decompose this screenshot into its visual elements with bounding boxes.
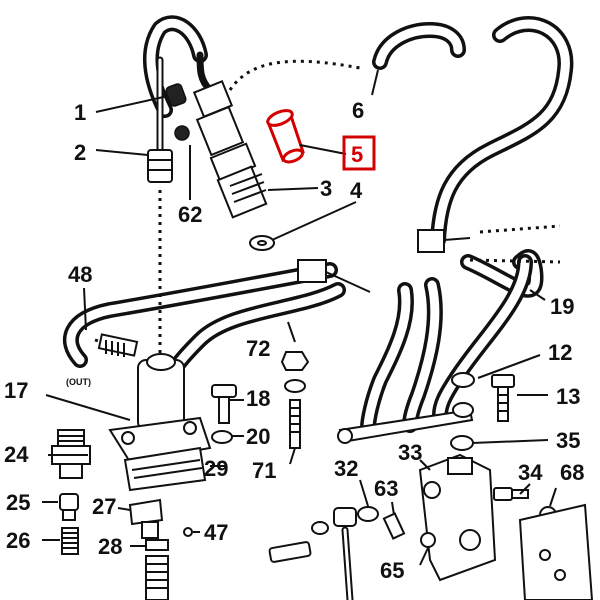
label-28: 28 [98, 534, 122, 559]
label-29: 29 [204, 456, 228, 481]
leader-lines [42, 69, 557, 566]
label-5: 5 [351, 142, 363, 167]
part-71-stud [289, 399, 301, 449]
label-18: 18 [246, 386, 270, 411]
label-out: (OUT) [66, 377, 91, 387]
fuel-pump-17 [108, 353, 212, 492]
label-4: 4 [350, 178, 363, 203]
label-71: 71 [252, 458, 276, 483]
label-33: 33 [398, 440, 422, 465]
part-63-bolt [382, 512, 406, 540]
label-32: 32 [334, 456, 358, 481]
part-5-cap [266, 109, 305, 164]
label-12: 12 [548, 340, 572, 365]
part-48-bolt [97, 333, 139, 357]
label-25: 25 [6, 490, 30, 515]
return-manifold [337, 402, 474, 444]
label-27: 27 [92, 494, 116, 519]
label-65: 65 [380, 558, 404, 583]
injector-assembly [165, 51, 275, 251]
part-25 [59, 493, 79, 521]
label-19: 19 [550, 294, 574, 319]
label-6: 6 [352, 98, 364, 123]
label-35: 35 [556, 428, 580, 453]
part-5-highlight-box [342, 135, 376, 171]
part-24-fitting [51, 429, 91, 479]
label-24: 24 [4, 442, 29, 467]
part-28-spring [145, 539, 169, 600]
label-26: 26 [6, 528, 30, 553]
label-17: 17 [4, 378, 28, 403]
part-27 [128, 498, 164, 539]
label-2: 2 [74, 140, 86, 165]
bottom-partial-parts [268, 503, 594, 600]
part-32 [333, 506, 379, 600]
part-20-washer [211, 379, 306, 444]
label-3: 3 [320, 176, 332, 201]
part-12-nut [451, 372, 475, 388]
pipe-2 [147, 56, 173, 183]
label-72: 72 [246, 336, 270, 361]
part-labels: 1 2 3 4 5 6 12 13 17 18 19 20 24 25 26 2… [4, 98, 584, 583]
part-65-nut [420, 532, 436, 548]
label-47: 47 [204, 520, 228, 545]
label-20: 20 [246, 424, 270, 449]
label-13: 13 [556, 384, 580, 409]
label-48: 48 [68, 262, 92, 287]
tee-fittings [297, 229, 471, 293]
part-72-nut [280, 351, 310, 371]
label-62: 62 [178, 202, 202, 227]
label-63: 63 [374, 476, 398, 501]
part-47 [183, 527, 200, 537]
label-68: 68 [560, 460, 584, 485]
label-34: 34 [518, 460, 543, 485]
return-hoses [62, 15, 574, 436]
part-13-bolt [491, 374, 515, 422]
label-1: 1 [74, 100, 86, 125]
part-26-spring [61, 527, 79, 555]
part-35-washer [450, 435, 474, 451]
part-18-bolt [211, 384, 237, 424]
part-33-housing [418, 453, 497, 582]
